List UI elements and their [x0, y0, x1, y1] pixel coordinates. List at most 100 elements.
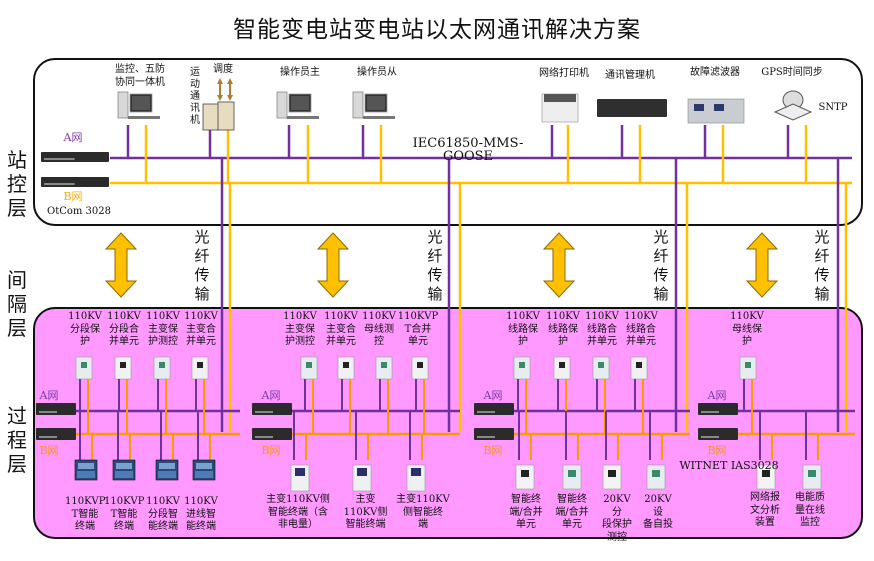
- process-device-label: 110KVP T智能 终端: [65, 496, 106, 532]
- device-label: 操作员从: [357, 67, 397, 78]
- switch-model-label: OtCom 3028: [47, 206, 111, 217]
- bay-device-panel-icon: [519, 362, 525, 368]
- bidirectional-arrow-icon: [542, 232, 576, 298]
- recorder-screen-icon: [714, 104, 724, 111]
- bay-switch-a: [698, 403, 738, 415]
- net-b-label: B网: [261, 444, 281, 457]
- page-title: 智能变电站变电站以太网通讯解决方案: [233, 17, 641, 43]
- bay-switch-b: [252, 428, 292, 440]
- smart-terminal-screen-icon: [411, 468, 421, 476]
- pc-screen-icon: [291, 96, 309, 110]
- bay-switch-b-ports: [39, 436, 57, 438]
- smart-terminal-screen-icon: [762, 470, 770, 477]
- bay-device-label: 110KV 线路保 护: [506, 311, 540, 347]
- bay-switch-b-ports: [255, 436, 273, 438]
- bay-device-label: 110KV 主变保 护测控: [146, 311, 180, 347]
- pc-tower-icon: [276, 91, 288, 119]
- io-terminal-ports-icon: [195, 471, 213, 478]
- bay-device-panel-icon: [417, 362, 423, 368]
- bay-device-panel-icon: [159, 362, 165, 368]
- station-layer-label: 站 控 层: [7, 148, 27, 220]
- dispatch-arrow-head-icon: [217, 78, 223, 84]
- smart-terminal-screen-icon: [568, 470, 576, 477]
- bay-device-panel-icon: [81, 362, 87, 368]
- fiber-label: 光 纤 传 输: [814, 228, 830, 303]
- bay-device-label: 110KV 母线测 控: [362, 311, 396, 347]
- smart-terminal-screen-icon: [608, 470, 616, 477]
- bay-device-panel-icon: [559, 362, 565, 368]
- bay-switch-a: [36, 403, 76, 415]
- io-terminal-screen-icon: [78, 463, 94, 469]
- net-a-label: A网: [261, 389, 281, 402]
- bidirectional-arrow-icon: [104, 232, 138, 298]
- bay-device-panel-icon: [745, 362, 751, 368]
- bay-device-panel-icon: [598, 362, 604, 368]
- process-device-label: 主变110KV侧 智能终端（含 非电量）: [266, 494, 330, 530]
- process-device-label: 20KV设 备自投: [643, 494, 673, 530]
- bay-device-panel-icon: [306, 362, 312, 368]
- bay-switch-a-ports: [477, 411, 495, 413]
- net-a-label: A网: [63, 131, 83, 144]
- io-terminal-ports-icon: [158, 471, 176, 478]
- pc-keyboard-icon: [287, 116, 319, 119]
- net-b-label: B网: [39, 444, 59, 457]
- bay-switch-b: [474, 428, 514, 440]
- bay-device-label: 110KV 主变合 并单元: [324, 311, 358, 347]
- process-layer-label: 过 程 层: [7, 404, 27, 476]
- bay-switch-a-ports: [255, 411, 273, 413]
- bay-device-label: 110KV 母线保 护: [730, 311, 764, 347]
- bay-device-label: 110KV 主变合 并单元: [184, 311, 218, 347]
- process-device-label: 110KV 进线智 能终端: [184, 496, 218, 532]
- smart-terminal-screen-icon: [357, 468, 367, 476]
- station-switch-b-ports: [44, 183, 75, 185]
- fiber-label: 光 纤 传 输: [427, 228, 443, 303]
- device-label: GPS时间同步: [761, 67, 823, 78]
- smart-terminal-screen-icon: [295, 468, 305, 476]
- process-device-label: 电能质 量在线 监控: [795, 492, 825, 528]
- pc-screen-icon: [367, 96, 385, 110]
- bay-device-panel-icon: [120, 362, 126, 368]
- station-switch-a-ports: [44, 158, 75, 160]
- bay-switch-b-ports: [477, 436, 495, 438]
- io-terminal-screen-icon: [196, 463, 212, 469]
- bay-device-label: 110KV 线路合 并单元: [624, 311, 658, 347]
- bay-device-label: 110KV 主变保 护测控: [283, 311, 317, 347]
- bay-switch-a-ports: [39, 411, 57, 413]
- net-b-label: B网: [63, 190, 83, 203]
- sntp-label: SNTP: [818, 102, 848, 113]
- station-switch-a: [41, 152, 109, 162]
- smart-terminal-screen-icon: [652, 470, 660, 477]
- telecontrol-label: 运 动 通 讯 机: [190, 67, 200, 126]
- device-label: 网络打印机: [539, 68, 589, 79]
- bay-device-label: 110KVP T合并 单元: [397, 311, 439, 347]
- bay-switch-b: [36, 428, 76, 440]
- bay-switch-a: [252, 403, 292, 415]
- bay-switch-a: [474, 403, 514, 415]
- gps-base-icon: [773, 103, 813, 121]
- bay-switch-a-ports: [701, 411, 719, 413]
- smart-terminal-screen-icon: [521, 470, 529, 477]
- bay-device-label: 110KV 分段合 并单元: [107, 311, 141, 347]
- bay-device-panel-icon: [636, 362, 642, 368]
- device-label: 通讯管理机: [605, 70, 655, 81]
- server-icon: [202, 103, 220, 131]
- net-a-label: A网: [39, 389, 59, 402]
- station-switch-b: [41, 177, 109, 187]
- process-device-label: 20KV分 段保护 测控: [602, 494, 632, 543]
- server-icon: [217, 101, 235, 131]
- process-device-label: 智能终 端/合并 单元: [555, 494, 589, 530]
- dispatch-arrow-head-icon: [227, 95, 233, 101]
- net-a-label: A网: [707, 389, 727, 402]
- bay-device-label: 110KV 分段保 护: [68, 311, 102, 347]
- bay-layer-label: 间 隔 层: [7, 268, 27, 340]
- smart-terminal-screen-icon: [808, 470, 816, 477]
- bay-switch-b-ports: [701, 436, 719, 438]
- process-device-label: 网络报 文分析 装置: [750, 492, 780, 528]
- pc-keyboard-icon: [128, 116, 160, 119]
- bay-switch-b: [698, 428, 738, 440]
- protocol-label: IEC61850-MMS-GOOSE: [412, 136, 524, 164]
- process-device-label: 主变110KV 侧智能终 端: [396, 494, 450, 530]
- process-device-label: 智能终 端/合并 单元: [509, 494, 543, 530]
- bay-device-label: 110KV 线路合 并单元: [585, 311, 619, 347]
